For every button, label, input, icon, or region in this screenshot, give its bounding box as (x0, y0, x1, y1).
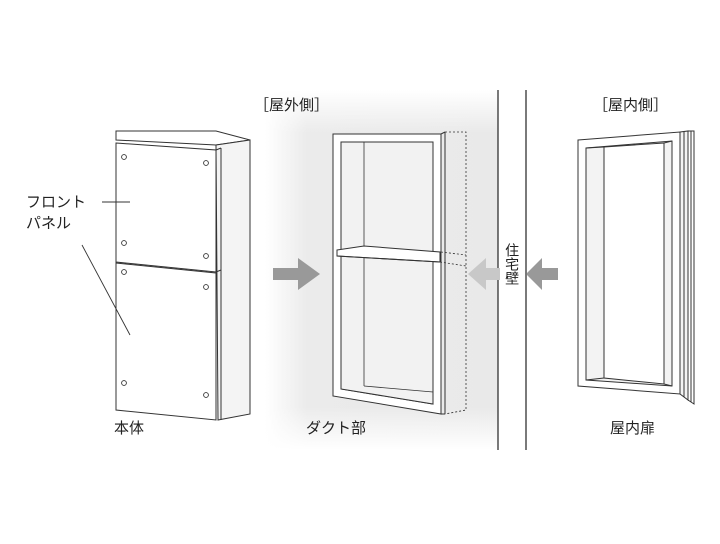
front-panel-label-line2: パネル (26, 214, 72, 232)
screw (121, 269, 127, 275)
indoor-door (577, 130, 695, 405)
screw (203, 392, 209, 398)
body-label: 本体 (114, 419, 145, 437)
panel-screws (121, 154, 209, 398)
arrow-right-1 (273, 258, 320, 290)
body-right-side (215, 139, 251, 421)
screw (203, 160, 209, 166)
arrow-left-2 (468, 258, 500, 290)
screw (203, 253, 209, 259)
house-wall-label: 住宅壁 (503, 243, 520, 285)
body-cabinet (115, 130, 251, 421)
front-panel-label: フロント パネル (26, 192, 86, 234)
screw (203, 284, 209, 290)
screw (121, 240, 127, 246)
screw (121, 380, 127, 386)
indoor-side-label: ［屋内側］ (593, 96, 669, 114)
screw (121, 154, 127, 160)
duct-frame (332, 131, 467, 415)
arrow-left-3 (526, 258, 558, 290)
front-panel-upper (115, 142, 217, 273)
house-wall (497, 90, 527, 450)
outdoor-side-label: ［屋外側］ (254, 96, 330, 114)
front-panel-leaders (81, 201, 131, 336)
duct-label: ダクト部 (306, 419, 367, 437)
front-panel-label-line1: フロント (26, 193, 87, 211)
front-panel-lower (115, 262, 217, 421)
indoor-door-label: 屋内扉 (610, 419, 656, 437)
